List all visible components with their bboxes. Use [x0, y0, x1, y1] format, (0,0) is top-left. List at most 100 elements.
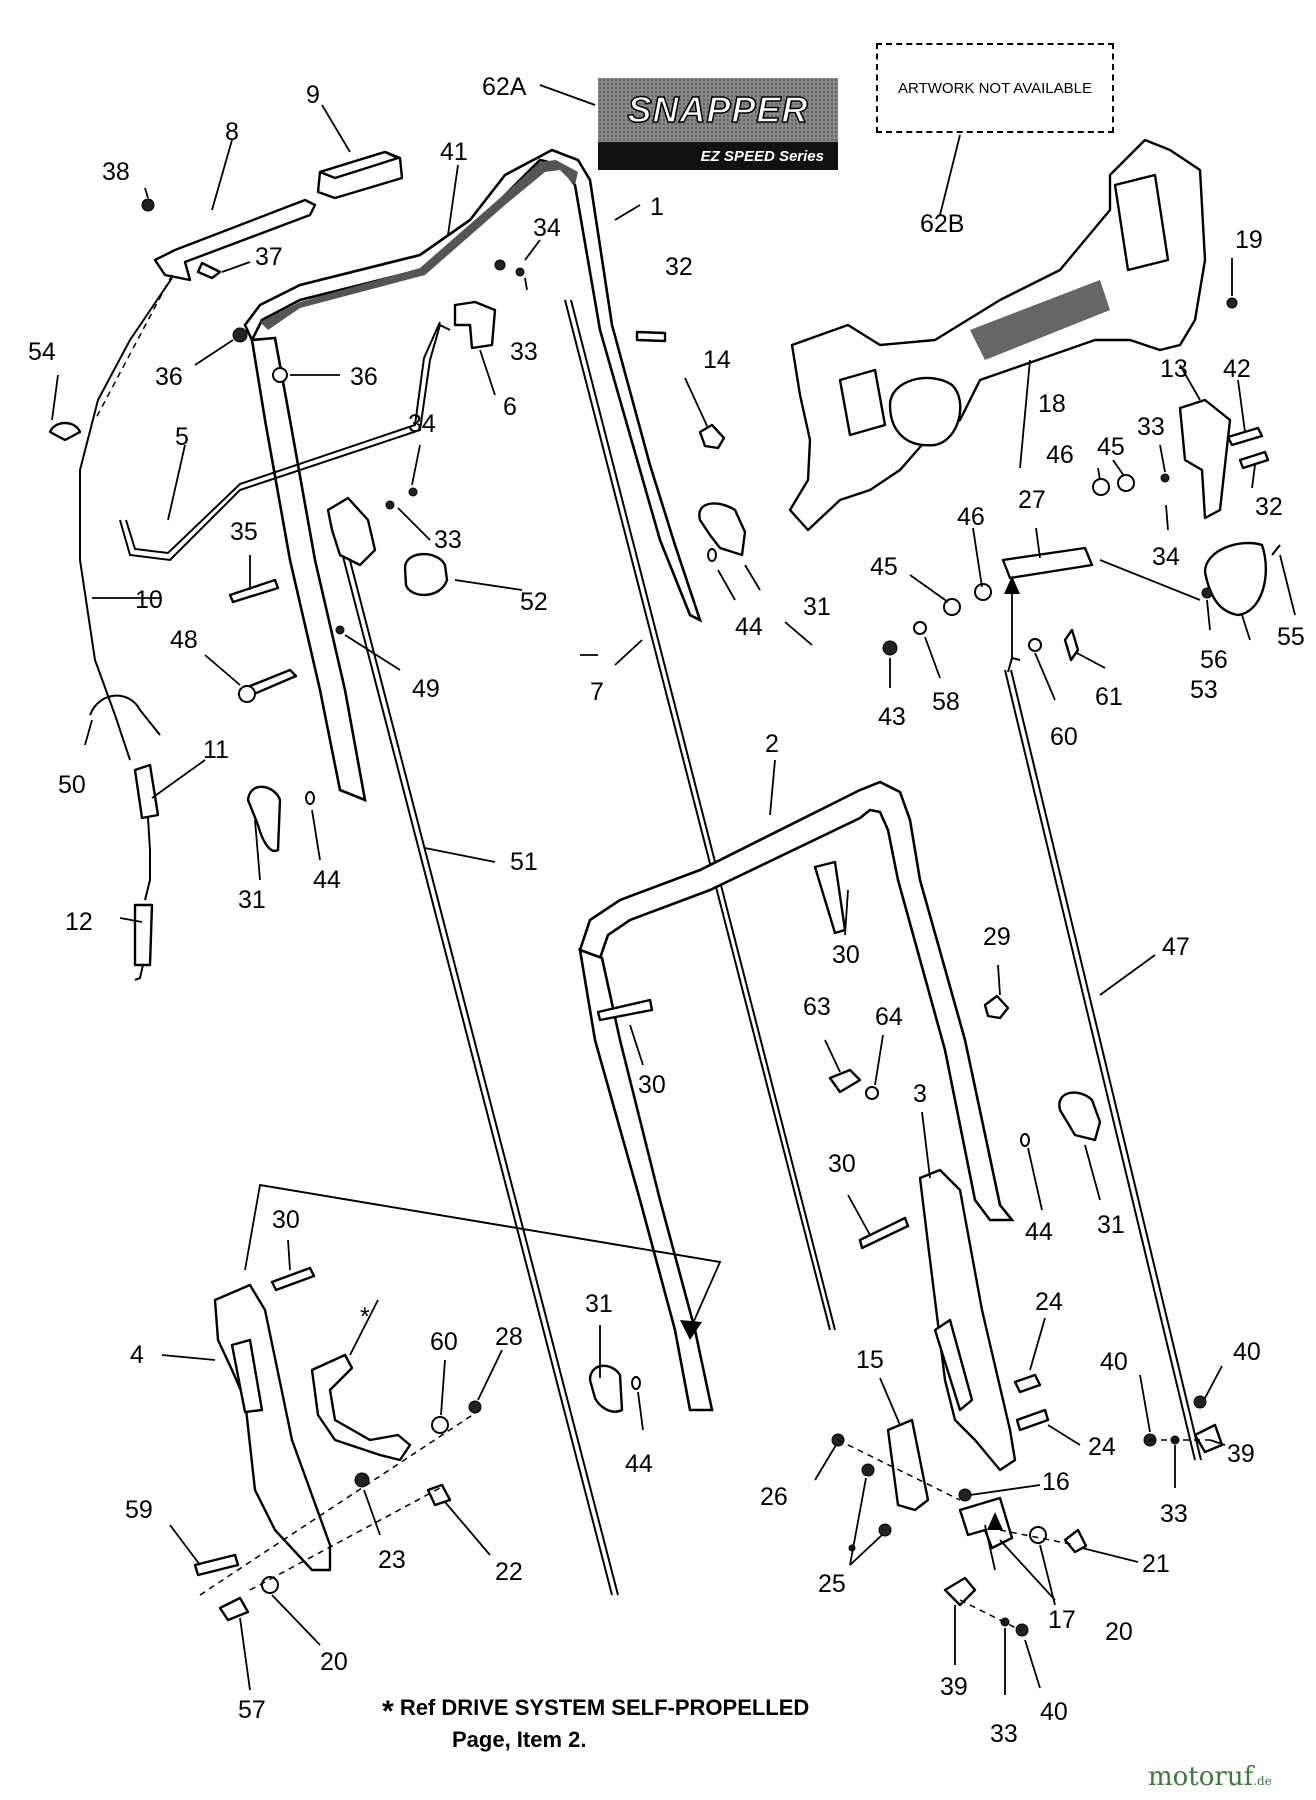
label-29: 29: [983, 923, 1011, 951]
pivot-39b: [943, 1576, 977, 1607]
label-12: 12: [65, 908, 93, 936]
label-44d: 44: [625, 1450, 653, 1478]
label-27: 27: [1018, 486, 1046, 514]
handle-cover-18: [788, 138, 1207, 532]
label-14: 14: [703, 346, 731, 374]
nut-56: [1201, 587, 1213, 599]
screw-24a: [1013, 1373, 1042, 1394]
cable-10: [79, 277, 173, 761]
nut-33a: [1160, 473, 1170, 483]
label-35: 35: [230, 518, 258, 546]
label-31b: 31: [238, 886, 266, 914]
screw-64: [865, 1086, 879, 1100]
label-46b: 46: [957, 503, 985, 531]
note-line-2: Page, Item 2.: [452, 1727, 587, 1752]
label-50: 50: [58, 771, 86, 799]
label-53: 53: [1190, 676, 1218, 704]
label-21: 21: [1142, 1550, 1170, 1578]
washer-60a: [1028, 638, 1042, 652]
logo-series: EZ SPEED Series: [598, 142, 838, 170]
bracket-15: [886, 1418, 930, 1512]
label-3: 3: [913, 1080, 927, 1108]
knob-53: [1203, 541, 1267, 617]
label-31a: 31: [803, 593, 831, 621]
washer-44a: [707, 548, 717, 562]
label-47: 47: [1162, 933, 1190, 961]
spring-12: [133, 903, 154, 967]
wing-nut-31d: [588, 1364, 624, 1413]
nut-16: [958, 1488, 972, 1502]
washer-44d: [631, 1376, 641, 1390]
label-39b: 39: [940, 1673, 968, 1701]
rod-51: [339, 544, 613, 1596]
label-24a: 24: [1035, 1288, 1063, 1316]
label-55: 55: [1277, 623, 1305, 651]
knob-52: [403, 552, 449, 597]
bracket-4: [213, 1283, 332, 1572]
upper-handle: [243, 148, 703, 803]
label-49: 49: [412, 675, 440, 703]
label-7: 7: [590, 678, 604, 706]
label-34a: 34: [533, 214, 561, 242]
label-40c: 40: [1040, 1698, 1068, 1726]
bracket-17: [958, 1496, 1014, 1550]
washer-46b: [974, 583, 992, 601]
screw-37: [196, 261, 222, 280]
label-15: 15: [856, 1346, 884, 1374]
callout-labels: 1 2 3 4 5 6 7 8 9 10 11 12 13 14 15 16 1…: [28, 73, 1305, 1748]
label-44b: 44: [313, 866, 341, 894]
nut-33e: [1000, 1617, 1010, 1627]
label-46a: 46: [1046, 441, 1074, 469]
label-6: 6: [503, 393, 517, 421]
clip-14: [698, 423, 726, 450]
label-30d: 30: [272, 1206, 300, 1234]
bracket-3: [918, 1168, 1017, 1472]
pivot-39a: [1193, 1423, 1224, 1454]
nut-40c: [1015, 1623, 1029, 1637]
nut-34b: [408, 487, 418, 497]
label-30b: 30: [638, 1071, 666, 1099]
label-33b: 33: [434, 526, 462, 554]
label-44c: 44: [1025, 1218, 1053, 1246]
label-63: 63: [803, 993, 831, 1021]
wing-nut-31a: [698, 502, 747, 557]
label-4: 4: [130, 1341, 144, 1369]
label-45b: 45: [870, 553, 898, 581]
washer-45a: [1117, 474, 1135, 492]
label-60a: 60: [430, 1328, 458, 1356]
label-33c: 33: [1137, 413, 1165, 441]
bolt-32: [1238, 450, 1270, 470]
label-58: 58: [932, 688, 960, 716]
label-33d: 33: [1160, 1500, 1188, 1528]
nut-40b: [1193, 1395, 1207, 1409]
label-33a: 33: [510, 338, 538, 366]
clip-63: [828, 1068, 862, 1094]
tie-50: [89, 694, 161, 736]
bolt-30d: [270, 1266, 316, 1292]
bracket-drive-ref: [310, 1353, 412, 1462]
label-62b: 62B: [920, 210, 964, 238]
washer-44c: [1020, 1133, 1030, 1147]
label-19: 19: [1235, 226, 1263, 254]
nut-23: [354, 1472, 370, 1488]
nut-34a: [494, 259, 506, 271]
snapper-logo: SNAPPER EZ SPEED Series: [598, 78, 838, 170]
lower-handle: [578, 780, 1015, 1412]
bracket-6: [453, 300, 497, 350]
lever-8: [153, 198, 317, 282]
label-61: 61: [1095, 683, 1123, 711]
label-37: 37: [255, 243, 283, 271]
cable-bracket: [326, 496, 377, 567]
control-bar-5: [119, 323, 451, 562]
clip-54: [48, 421, 82, 442]
label-star: *: [360, 1303, 370, 1331]
label-16: 16: [1042, 1468, 1070, 1496]
label-17: 17: [1048, 1606, 1076, 1634]
washer-61: [1063, 628, 1080, 662]
bracket-13: [1178, 398, 1232, 520]
label-20a: 20: [320, 1648, 348, 1676]
label-32a: 32: [665, 253, 693, 281]
screw-24b: [1015, 1408, 1050, 1432]
